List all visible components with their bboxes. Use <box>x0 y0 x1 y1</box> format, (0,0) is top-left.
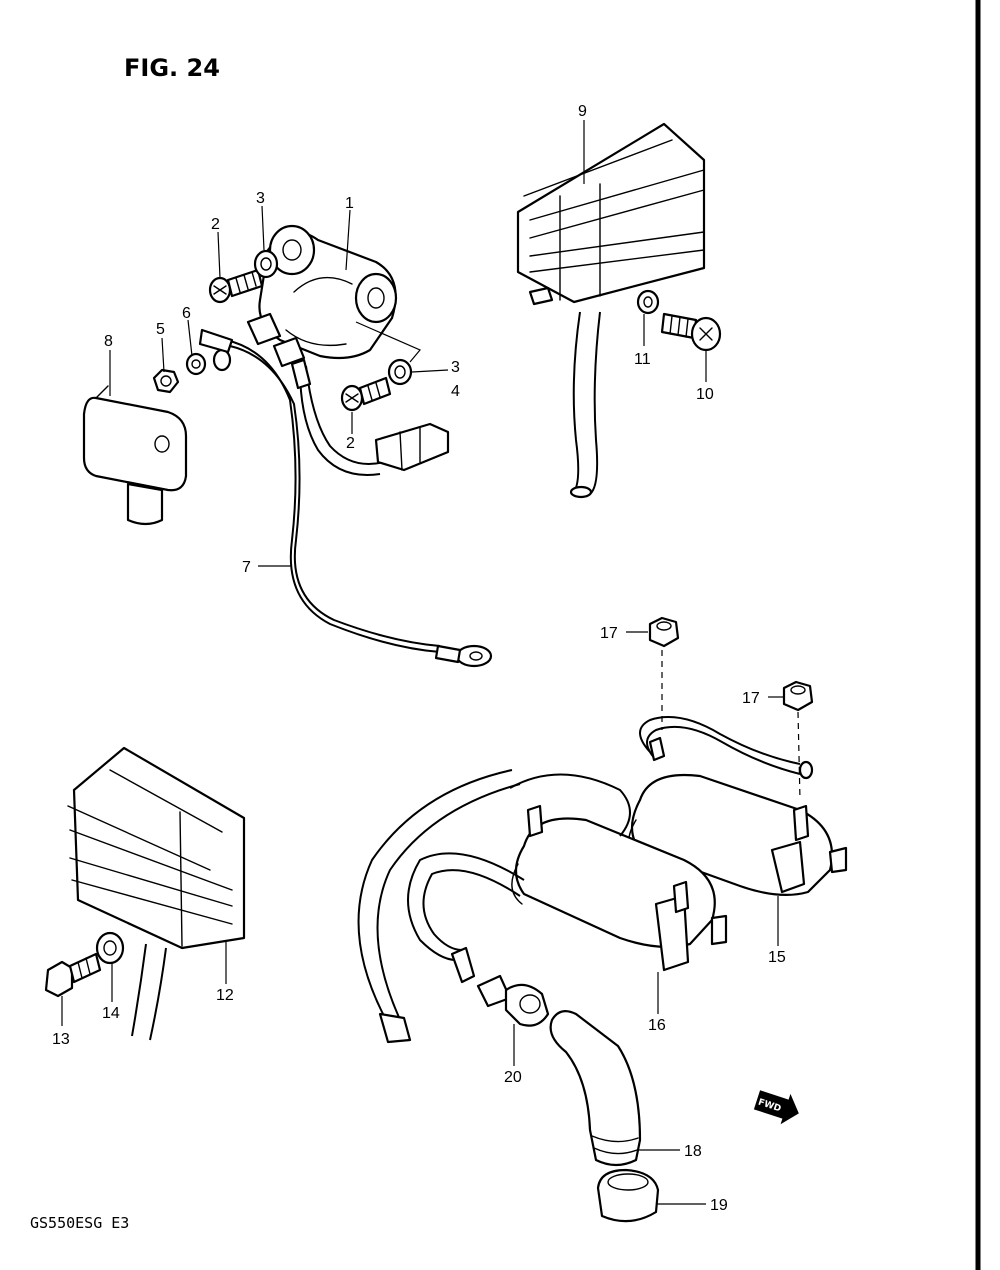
callout-12: 12 <box>216 987 234 1004</box>
nut-axis-line-right <box>797 711 801 801</box>
screw-upper <box>208 268 264 304</box>
callout-6: 6 <box>182 305 191 322</box>
relay-cover <box>82 385 188 526</box>
callout-18: 18 <box>684 1143 702 1160</box>
ignition-coil-front <box>509 773 728 972</box>
coil-nut-right <box>782 680 814 712</box>
callout-17-right: 17 <box>742 690 760 707</box>
callout-17-upper: 17 <box>600 625 618 642</box>
callout-10: 10 <box>696 386 714 403</box>
callout-3-upper: 3 <box>256 190 265 207</box>
spark-plug-cap <box>549 1009 642 1167</box>
callout-19: 19 <box>710 1197 728 1214</box>
screw-lower <box>340 376 392 412</box>
callout-11: 11 <box>634 351 651 368</box>
coil-nut-upper <box>648 616 680 648</box>
starter-relay <box>246 224 421 368</box>
washer-small <box>185 352 207 376</box>
washer-regulator-lower <box>95 931 125 965</box>
washer-lower <box>387 358 413 386</box>
bolt-lower <box>44 952 102 998</box>
washer-upper <box>253 249 279 279</box>
model-code: GS550ESG E3 <box>30 1214 129 1232</box>
washer-regulator <box>636 289 660 315</box>
callout-14: 14 <box>102 1005 120 1022</box>
callout-2-upper: 2 <box>211 216 220 233</box>
high-tension-leads <box>357 769 525 1044</box>
callout-16: 16 <box>648 1017 666 1034</box>
spark-plug-cap-seal <box>476 974 550 1027</box>
callout-15: 15 <box>768 949 786 966</box>
callout-2-lower: 2 <box>346 435 355 452</box>
ground-wire <box>198 328 493 668</box>
callout-1: 1 <box>345 195 354 212</box>
forward-arrow-icon <box>753 1090 799 1125</box>
leader-lines <box>61 120 784 1205</box>
regulator-upper <box>516 122 706 499</box>
callout-8: 8 <box>104 333 113 350</box>
forward-direction-badge: FWD <box>753 1090 799 1125</box>
relay-connector <box>290 358 450 476</box>
callout-7: 7 <box>242 559 251 576</box>
callout-9: 9 <box>578 103 587 120</box>
callout-13: 13 <box>52 1031 70 1048</box>
callout-labels: 1 2 3 2 3 4 5 6 7 8 9 10 11 12 13 14 15 … <box>52 103 786 1214</box>
callout-20: 20 <box>504 1069 522 1086</box>
callout-4: 4 <box>451 383 460 400</box>
regulator-lower <box>67 746 246 1041</box>
bolt-regulator <box>660 312 722 352</box>
nut <box>152 368 180 394</box>
callout-5: 5 <box>156 321 165 338</box>
callout-3-lower: 3 <box>451 359 460 376</box>
cap-boot <box>596 1168 660 1223</box>
figure-title: FIG. 24 <box>124 54 220 82</box>
